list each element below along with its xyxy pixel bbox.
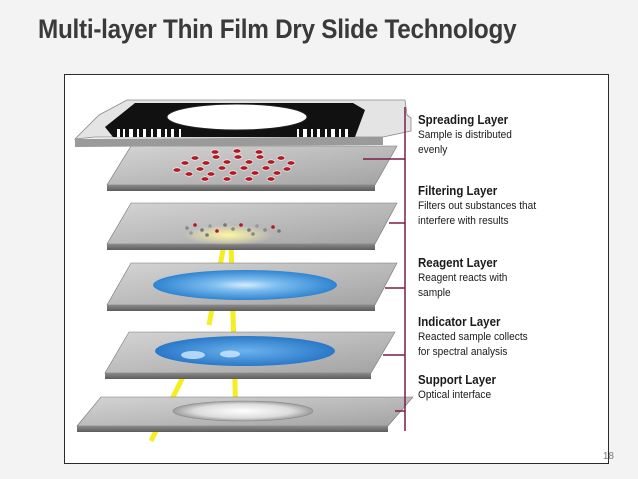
- reagent-disc: [153, 270, 337, 300]
- filtered-particles: [185, 223, 281, 237]
- label-filtering-layer: Filtering Layer Filters out substances t…: [418, 184, 536, 229]
- layer-desc: Filters out substances that: [418, 200, 537, 212]
- page-number: 18: [602, 451, 614, 462]
- label-reagent-layer: Reagent Layer Reagent reacts with sample: [418, 256, 507, 301]
- frame-window: [166, 103, 308, 131]
- sample-particles: [172, 148, 296, 182]
- layer-desc: Sample is distributed: [418, 129, 512, 141]
- layer-name: Indicator Layer: [418, 315, 501, 329]
- layer-name: Reagent Layer: [418, 256, 498, 270]
- slide-title: Multi-layer Thin Film Dry Slide Technolo…: [38, 14, 517, 44]
- barcode: [117, 129, 348, 137]
- layer-stack-diagram: [73, 99, 414, 443]
- layer-desc: Reacted sample collects: [418, 331, 528, 343]
- layer-desc: sample: [418, 287, 451, 299]
- plate-spreading: [106, 145, 398, 191]
- label-indicator-layer: Indicator Layer Reacted sample collects …: [418, 315, 528, 360]
- plate-support: [76, 396, 414, 432]
- filter-glow: [183, 225, 273, 245]
- plate-reagent: [106, 262, 398, 311]
- layer-desc: for spectral analysis: [418, 346, 508, 358]
- label-spreading-layer: Spreading Layer Sample is distributed ev…: [418, 113, 512, 158]
- indicator-disc: [155, 336, 335, 366]
- connector-lines: [363, 107, 406, 431]
- layer-name: Support Layer: [418, 373, 496, 387]
- plate-filtering: [106, 202, 398, 250]
- layer-desc: Optical interface: [418, 389, 492, 401]
- plate-indicator: [104, 331, 396, 379]
- slide-frame: [73, 99, 412, 147]
- layer-name: Spreading Layer: [418, 113, 509, 127]
- layer-desc: Reagent reacts with: [418, 272, 508, 284]
- label-support-layer: Support Layer Optical interface: [418, 373, 496, 403]
- optical-lens: [172, 400, 314, 422]
- layer-name: Filtering Layer: [418, 184, 498, 198]
- layer-desc: interfere with results: [418, 215, 509, 227]
- layer-desc: evenly: [418, 144, 448, 156]
- diagram-figure: Spreading Layer Sample is distributed ev…: [64, 74, 609, 464]
